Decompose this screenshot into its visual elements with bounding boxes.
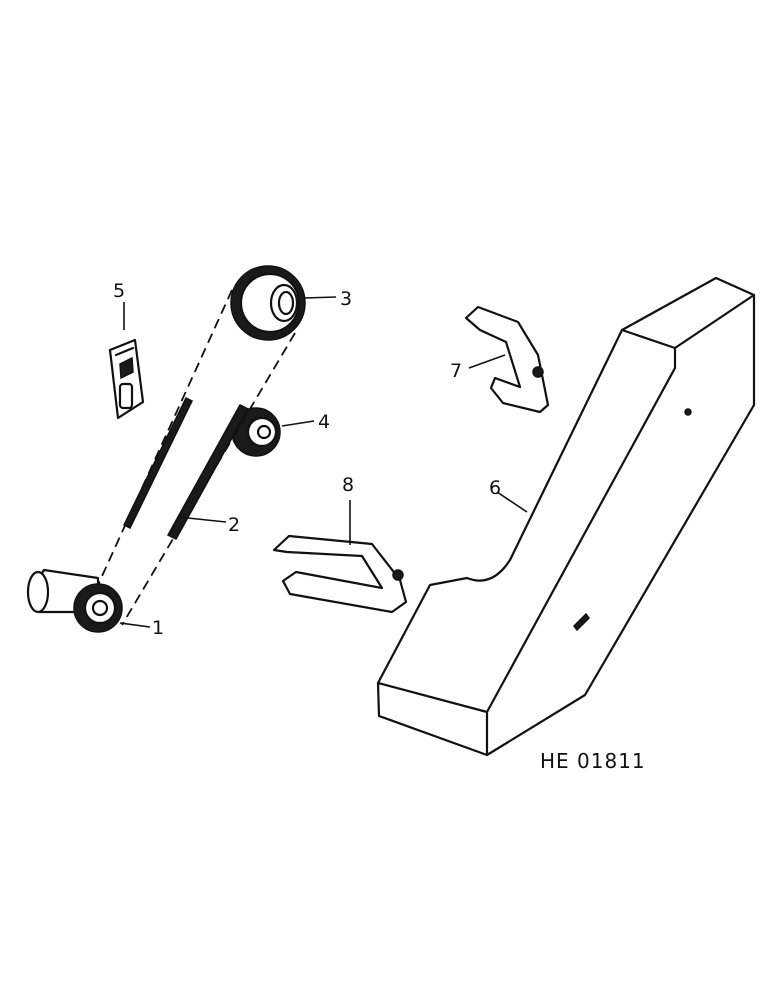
part-1-lower-sprocket xyxy=(26,568,123,633)
callout-3: 3 xyxy=(340,288,352,310)
callout-6: 6 xyxy=(489,477,501,499)
part-3-upper-sprocket xyxy=(230,265,306,341)
callout-8: 8 xyxy=(342,474,354,496)
leader-lines xyxy=(119,296,528,628)
part-6-chain-guard xyxy=(376,276,756,757)
callout-4: 4 xyxy=(318,411,330,433)
callout-1: 1 xyxy=(152,617,164,639)
callout-5: 5 xyxy=(113,280,125,302)
part-8-u-bracket xyxy=(272,534,408,614)
part-7-u-bracket xyxy=(464,305,550,414)
part-2-chain xyxy=(97,289,296,626)
figure-id: HE 01811 xyxy=(540,749,646,773)
callout-2: 2 xyxy=(228,514,240,536)
part-5-bracket xyxy=(108,338,145,420)
callout-7: 7 xyxy=(450,360,462,382)
